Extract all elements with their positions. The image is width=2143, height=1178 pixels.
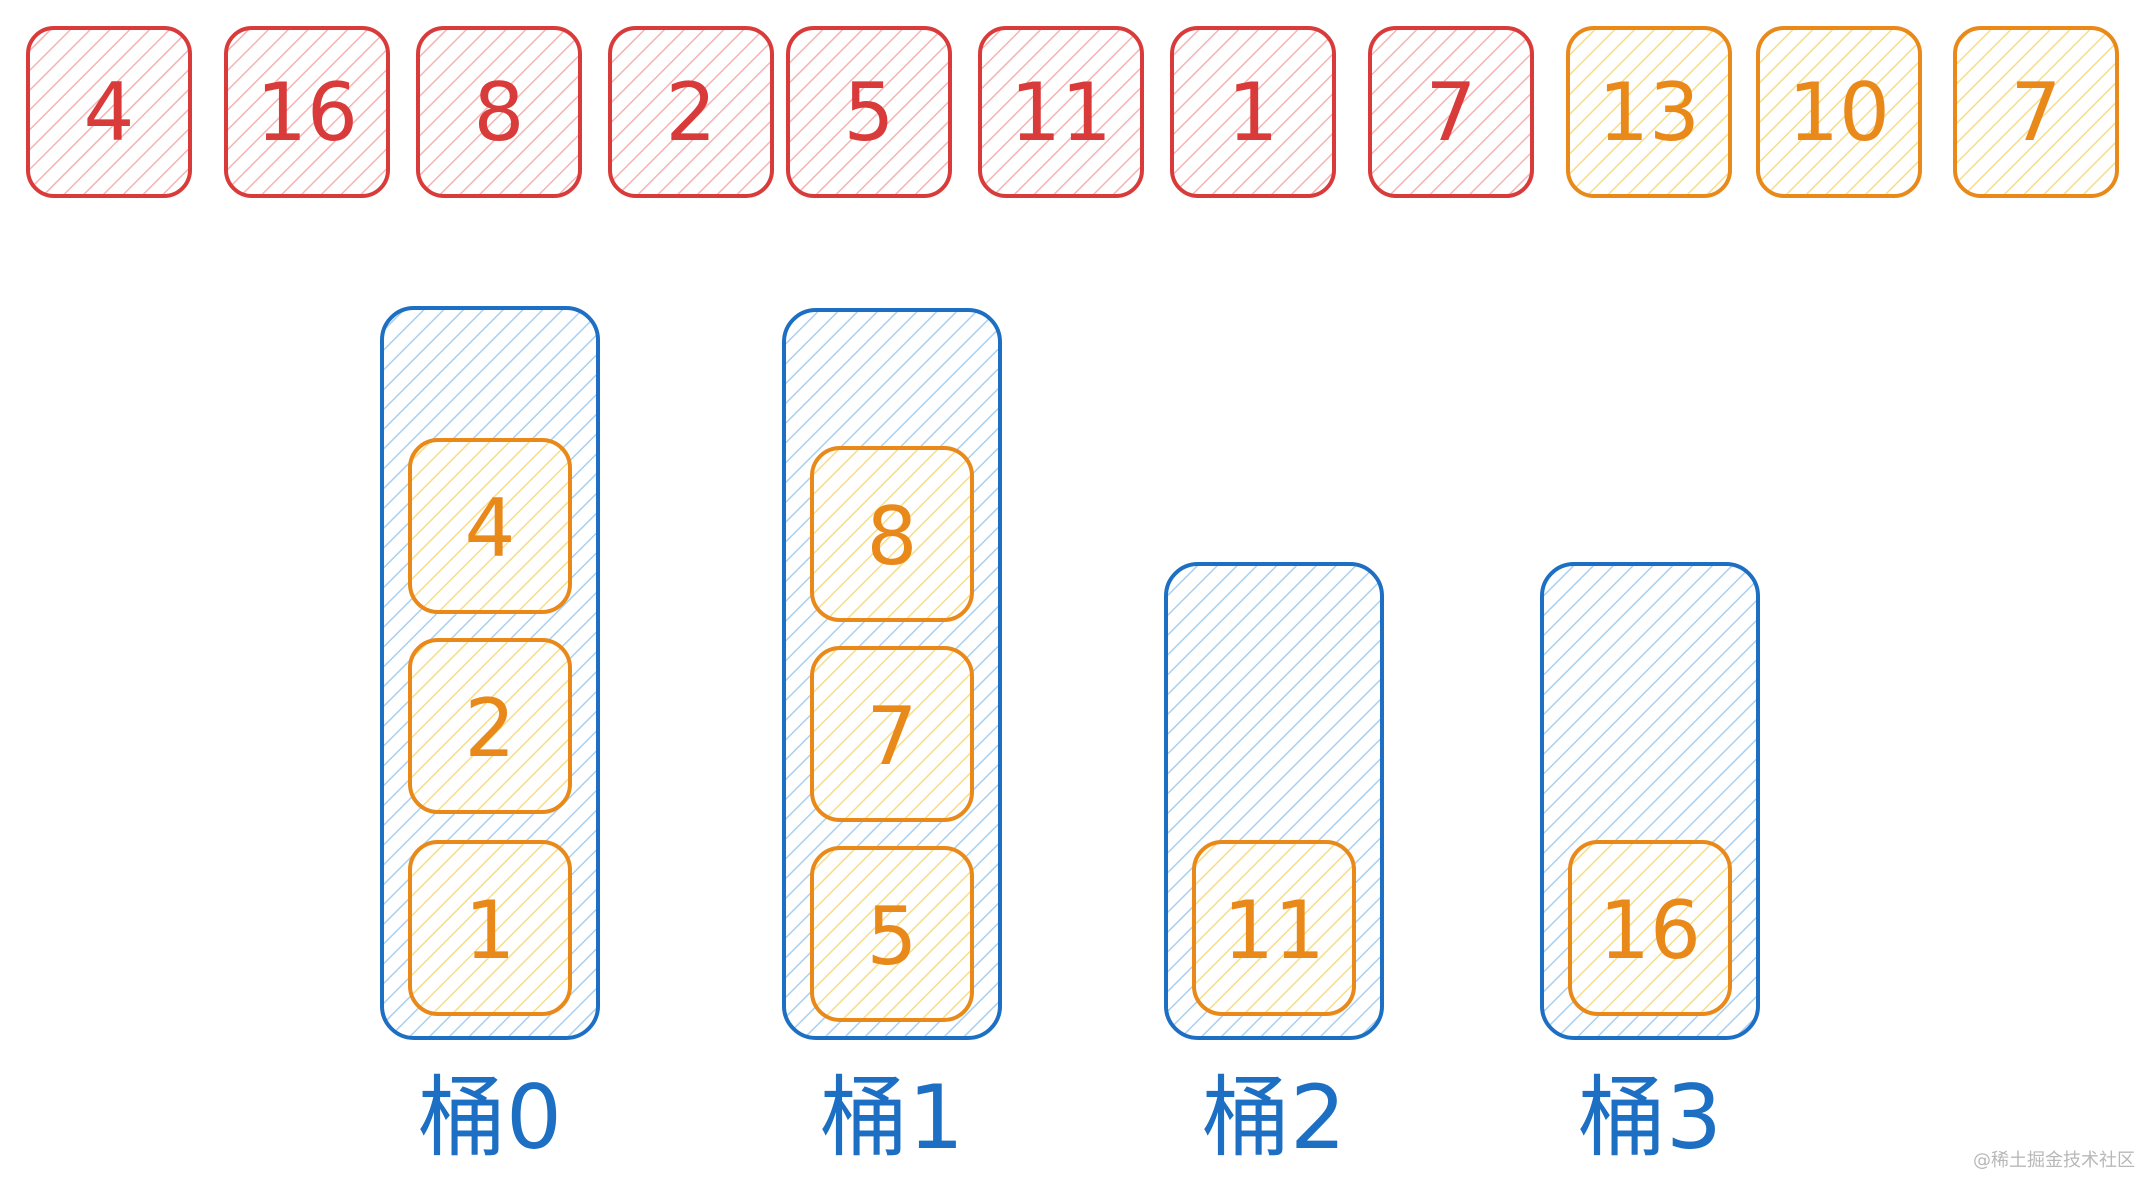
bucket-3: 16 桶3 xyxy=(1540,562,1760,1169)
bucket-item: 11 xyxy=(1192,840,1356,1016)
array-cell-value: 8 xyxy=(474,66,525,159)
array-cell: 11 xyxy=(978,26,1144,198)
array-cell-value: 7 xyxy=(1426,66,1477,159)
bucket-item-value: 4 xyxy=(465,482,516,575)
bucket-item: 7 xyxy=(810,646,974,822)
bucket-label: 桶0 xyxy=(418,1066,562,1169)
bucket-item-value: 7 xyxy=(867,690,918,783)
bucket-label: 桶3 xyxy=(1578,1066,1722,1169)
array-cell-value: 11 xyxy=(1010,66,1112,159)
watermark: @稀土掘金技术社区 xyxy=(1973,1150,2135,1171)
array-cell-value: 7 xyxy=(2011,66,2062,159)
bucket-1: 8 7 5 桶1 xyxy=(782,308,1002,1169)
bucket-2: 11 桶2 xyxy=(1164,562,1384,1169)
array-cell: 7 xyxy=(1368,26,1534,198)
bucket-item: 2 xyxy=(408,638,572,814)
array-cell: 10 xyxy=(1756,26,1922,198)
bucket-item: 8 xyxy=(810,446,974,622)
array-cell: 16 xyxy=(224,26,390,198)
array-cell-value: 5 xyxy=(844,66,895,159)
array-cell: 13 xyxy=(1566,26,1732,198)
array-cell: 1 xyxy=(1170,26,1336,198)
bucket-item: 4 xyxy=(408,438,572,614)
bucket-item: 1 xyxy=(408,840,572,1016)
array-cell-value: 16 xyxy=(256,66,358,159)
bucket-label: 桶2 xyxy=(1202,1066,1346,1169)
array-cell-value: 4 xyxy=(84,66,135,159)
bucket-item-value: 11 xyxy=(1223,884,1325,977)
bucket-0: 4 2 1 桶0 xyxy=(380,306,600,1169)
bucket-item-value: 8 xyxy=(867,490,918,583)
array-cell-value: 2 xyxy=(666,66,717,159)
bucket-item-value: 1 xyxy=(465,884,516,977)
bucket-item-value: 5 xyxy=(867,890,918,983)
bucket-item-value: 16 xyxy=(1599,884,1701,977)
array-cell: 8 xyxy=(416,26,582,198)
array-cell: 2 xyxy=(608,26,774,198)
array-cell: 4 xyxy=(26,26,192,198)
array-cell: 7 xyxy=(1953,26,2119,198)
bucket-item: 16 xyxy=(1568,840,1732,1016)
array-cell-value: 13 xyxy=(1598,66,1700,159)
bucket-label: 桶1 xyxy=(820,1066,964,1169)
top-array: 4 16 8 2 5 11 1 7 xyxy=(26,26,2119,198)
array-cell-value: 10 xyxy=(1788,66,1890,159)
bucket-item-value: 2 xyxy=(465,682,516,775)
bucket-item: 5 xyxy=(810,846,974,1022)
array-cell: 5 xyxy=(786,26,952,198)
array-cell-value: 1 xyxy=(1228,66,1279,159)
